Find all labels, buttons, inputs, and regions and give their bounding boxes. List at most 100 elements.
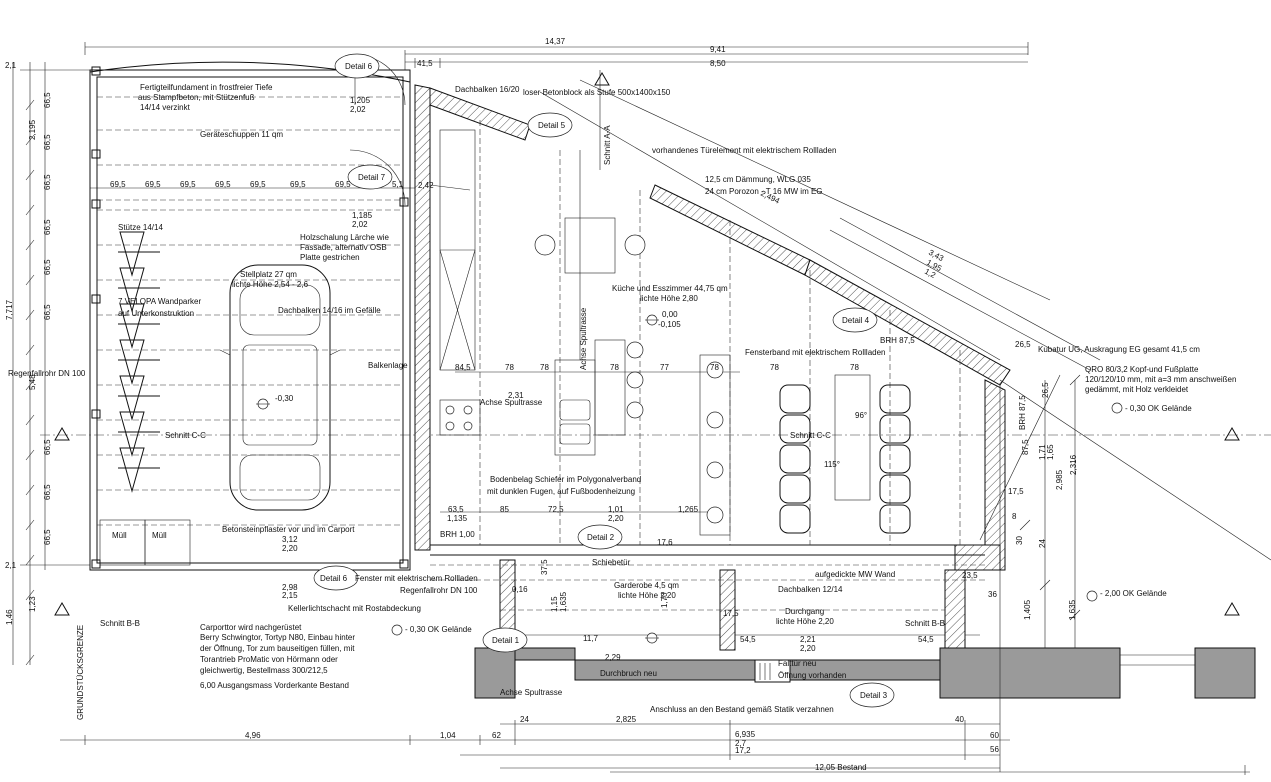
- carport-dim-3: 2,98: [282, 583, 298, 592]
- cooktop-icon: [445, 405, 473, 431]
- chair-icon: [779, 504, 811, 534]
- kubatur: Kubatur UG, Auskragung EG gesamt 41,5 cm: [1038, 345, 1200, 354]
- bay-8: 5,1: [392, 180, 404, 189]
- muell-2: Müll: [152, 531, 167, 540]
- holzschalung-3: Platte gestrichen: [300, 253, 360, 262]
- stellplatz-2: lichte Höhe 2,54 - 2,6: [232, 280, 309, 289]
- chair-icon: [879, 474, 911, 504]
- level-030: -0,30: [275, 394, 294, 403]
- bay-5: 69,5: [250, 180, 266, 189]
- section-markers: [54, 72, 1240, 616]
- achse-spultrasse-bottom: Achse Spultrasse: [500, 688, 563, 697]
- section-triangle-icon: [1224, 427, 1240, 441]
- bay-1: 69,5: [110, 180, 126, 189]
- dim-202b: 2,02: [352, 220, 368, 229]
- detail-circle-icon: [849, 682, 895, 708]
- detail-7: Detail 7: [358, 173, 386, 182]
- detail-3: Detail 3: [860, 691, 888, 700]
- achse-spultrasse-v: Achse Spultrasse: [579, 307, 588, 370]
- bodenbelag-1: Bodenbelag Schiefer im Polygonalverband: [490, 475, 641, 484]
- right-dim-11: 1,635: [1068, 599, 1077, 620]
- low-mid-9: 54,5: [918, 635, 934, 644]
- detail-6-top: Detail 6: [345, 62, 373, 71]
- holzschalung-2: Fassade, alternativ OSB: [300, 243, 387, 252]
- bot-1: 4,96: [245, 731, 261, 740]
- schnitt-bb-left: Schnitt B-B: [100, 619, 140, 628]
- bicycle-icon: [118, 339, 160, 385]
- carport-structure: [40, 54, 1271, 571]
- dim-850: 8,50: [710, 59, 726, 68]
- section-triangle-icon: [1224, 602, 1240, 616]
- carport-dim-1: 3,12: [282, 535, 298, 544]
- anschluss: Anschluss an den Bestand gemäß Statik ve…: [650, 705, 834, 714]
- right-dim-10: 1,405: [1023, 599, 1032, 620]
- k-low-5: 1,01: [608, 505, 624, 514]
- detail-6-bottom: Detail 6: [320, 574, 348, 583]
- angle-96: 96°: [855, 411, 867, 420]
- bot-3: 62: [492, 731, 501, 740]
- stellplatz-1: Stellplatz 27 qm: [240, 270, 297, 279]
- chair-icon: [879, 414, 911, 444]
- low-mid-10: 17,6: [657, 538, 673, 547]
- kellerlicht: Kellerlichtschacht mit Rostabdeckung: [288, 604, 421, 613]
- bot-12: 2,7: [735, 739, 747, 748]
- dim-left-2195: 2,195: [28, 119, 37, 140]
- level-marker-icon: [256, 398, 270, 410]
- fundament: Fertigteilfundament in frostfreier Tiefe: [140, 83, 273, 92]
- bot-4: 24: [520, 715, 529, 724]
- daemmung: 12,5 cm Dämmung, WLG 035: [705, 175, 811, 184]
- k-row-2: 78: [505, 363, 514, 372]
- ok-gelaende-200: - 2,00 OK Gelände: [1100, 589, 1167, 598]
- detail-circle-icon: [347, 164, 393, 190]
- right-dim-7: 17,5: [1008, 487, 1024, 496]
- schiebetuer: Schiebetür: [592, 558, 631, 567]
- right-dim-3: 1,71: [1038, 444, 1047, 460]
- dim-left-665e: 66,5: [43, 259, 52, 275]
- right-dim-14: 24: [1038, 539, 1047, 548]
- kueche: Küche und Esszimmer 44,75 qm: [612, 284, 728, 293]
- bicycle-rack: [118, 231, 160, 493]
- tuerelement: vorhandenes Türelement mit elektrischem …: [652, 146, 836, 155]
- chair-icon: [879, 504, 911, 534]
- bot-7: 6,935: [735, 730, 756, 739]
- dim-left-665g: 66,5: [43, 439, 52, 455]
- brh-875-top: BRH 87,5: [880, 336, 915, 345]
- garderobe: Garderobe 4,5 qm: [614, 581, 679, 590]
- dim-left-665f: 66,5: [43, 304, 52, 320]
- qro-2: 120/120/10 mm, mit a=3 mm anschweißen: [1085, 375, 1236, 384]
- right-dim-8: 26,5: [1041, 382, 1050, 398]
- car-icon: [219, 264, 341, 511]
- level-marker-icon: [645, 314, 659, 326]
- schnitt-cc-right: Schnitt C-C: [790, 431, 831, 440]
- velopa-1: 7 VELOPA Wandparker: [118, 297, 201, 306]
- bicycle-icon: [118, 231, 160, 277]
- balkenlage: Balkenlage: [368, 361, 408, 370]
- fensterband: Fensterband mit elektrischem Rollladen: [745, 348, 886, 357]
- section-triangle-icon: [594, 72, 610, 86]
- chair-icon: [779, 414, 811, 444]
- low-mid-2: 1,635: [559, 591, 568, 612]
- bot-9: 17,2: [735, 746, 751, 755]
- bot-10: 56: [990, 745, 999, 754]
- chair-icon: [879, 444, 911, 474]
- bicycle-icon: [118, 411, 160, 457]
- construction-lines: [829, 217, 1271, 720]
- schnitt-cc-left: Schnitt C-C: [165, 431, 206, 440]
- k-row-1: 84,5: [455, 363, 471, 372]
- k-low-8: 2,31: [508, 391, 524, 400]
- stuetze: Stütze 14/14: [118, 223, 163, 232]
- k-low-4: 72,5: [548, 505, 564, 514]
- k-row-4: 78: [610, 363, 619, 372]
- detail-1: Detail 1: [492, 636, 520, 645]
- durchgang-hoehe: lichte Höhe 2,20: [776, 617, 834, 626]
- bay-3: 69,5: [180, 180, 196, 189]
- level-marker-icon: [1086, 590, 1098, 602]
- detail-circle-icon: [577, 524, 623, 550]
- k-low-7: 1,265: [678, 505, 699, 514]
- dim-left-665c: 66,5: [43, 174, 52, 190]
- falttuer-2: Öffnung vorhanden: [778, 671, 846, 680]
- bay-9: 2,42: [418, 181, 434, 190]
- right-dim-5: 2,985: [1055, 469, 1064, 490]
- aufgedickte-wand: aufgedickte MW Wand: [815, 570, 895, 579]
- bicycle-icon: [118, 267, 160, 313]
